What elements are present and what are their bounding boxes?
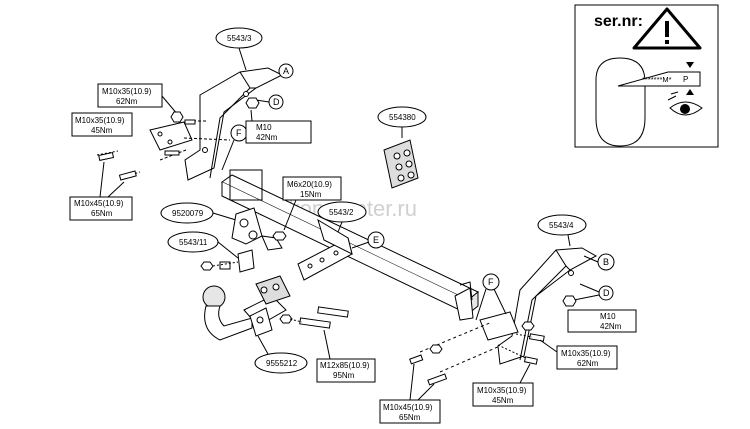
main-beam [221, 169, 479, 321]
tow-ball-assembly [202, 275, 291, 341]
m10x35-right-top-spec: M10x35(10.9) [561, 349, 611, 358]
serial-plate [617, 71, 701, 87]
callout-f-left-letter: F [236, 128, 242, 138]
nut-icon [562, 295, 577, 307]
label-box-m10x35-right-top [556, 345, 618, 370]
part-label-9520079: 9520079 [172, 209, 204, 218]
callout-b-letter: B [603, 257, 609, 267]
callout-a-letter: A [283, 66, 289, 76]
m6x20-spec: M6x20(10.9) [287, 180, 332, 189]
small-bracket [200, 249, 255, 273]
m10-left-spec: M10 [256, 123, 272, 132]
m10-right-spec: M10 [600, 312, 616, 321]
m10x35-top-torque: 62Nm [116, 97, 138, 106]
m10x45-left-torque: 65Nm [91, 209, 113, 218]
label-box-m10x35-right-bottom [472, 382, 534, 407]
nut-icon [245, 97, 260, 109]
label-box-m10-left [245, 120, 312, 144]
m12x85-torque: 95Nm [333, 371, 355, 380]
m10-right-torque: 42Nm [600, 322, 622, 331]
right-bolts [409, 321, 545, 386]
m10x35-right-bottom-torque: 45Nm [492, 396, 514, 405]
left-bolts [96, 119, 231, 181]
callout-d-right-letter: D [603, 288, 610, 298]
m12x85-bolts [279, 306, 349, 329]
label-box-m12x85 [316, 358, 376, 383]
callout-f-right [482, 273, 500, 291]
m6x20-torque: 15Nm [300, 190, 322, 199]
callout-f-right-letter: F [488, 277, 494, 287]
m10x35-right-bottom-spec: M10x35(10.9) [477, 386, 527, 395]
serial-p: P [683, 75, 688, 84]
tag-outline [595, 57, 646, 147]
label-box-m10-right [567, 309, 637, 333]
callout-a [278, 63, 294, 79]
m10x35-left-torque: 45Nm [91, 126, 113, 135]
nut-icon [521, 321, 535, 331]
nut-icon [170, 111, 184, 123]
callout-e-letter: E [373, 235, 379, 245]
left-bracket [184, 67, 284, 181]
m10-left-torque: 42Nm [256, 133, 278, 142]
serial-code: *******M* [642, 75, 672, 84]
label-box-m6x20 [282, 176, 342, 201]
m10x35-right-top-torque: 62Nm [577, 359, 599, 368]
leader-line [238, 47, 247, 71]
label-box-m10x45-left [69, 196, 133, 221]
callout-bubble-5543-4 [537, 214, 587, 236]
bolt-pack-plate [383, 139, 419, 189]
part-label-5543-2: 5543/2 [329, 208, 354, 217]
label-box-m10x35-top [97, 83, 163, 108]
m10x45-left-spec: M10x45(10.9) [74, 199, 124, 208]
serial-number-inset: ser.nr: *******M* P [574, 4, 719, 148]
part-label-554380: 554380 [389, 113, 416, 122]
label-box-m10x35-left [71, 112, 133, 137]
callout-d-right [598, 285, 614, 301]
eye-icon [667, 91, 703, 116]
part-label-5543-11: 5543/11 [179, 238, 208, 247]
m10x45-bottom-spec: M10x45(10.9) [383, 403, 433, 412]
m10x35-top-spec: M10x35(10.9) [102, 87, 152, 96]
callout-e [367, 231, 385, 249]
socket-bracket [231, 207, 287, 251]
m12x85-spec: M12x85(10.9) [320, 361, 370, 370]
part-label-9555212: 9555212 [266, 359, 298, 368]
left-mounting-plate [149, 121, 193, 151]
m10x45-bottom-torque: 65Nm [399, 413, 421, 422]
part-label-5543-3: 5543/3 [227, 34, 252, 43]
part-label-5543-4: 5543/4 [549, 221, 574, 230]
right-bracket [479, 247, 598, 365]
warning-icon [632, 7, 702, 50]
callout-bubble-9555212 [254, 352, 308, 374]
m10x35-left-spec: M10x35(10.9) [75, 116, 125, 125]
serial-title: ser.nr: [594, 13, 643, 30]
callout-d-left-letter: D [273, 97, 280, 107]
